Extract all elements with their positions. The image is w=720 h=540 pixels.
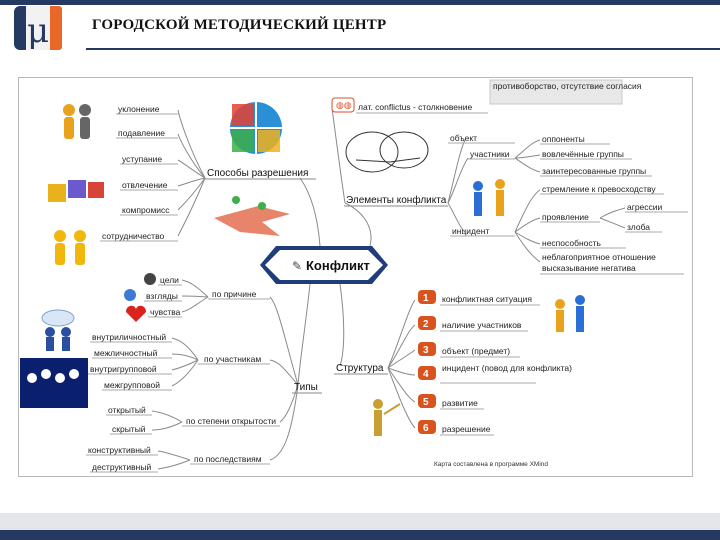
eye-icon	[124, 289, 136, 301]
openness-item[interactable]: скрытый	[112, 424, 146, 434]
step-text: наличие участников	[442, 320, 522, 330]
structure-step[interactable]: 4 инцидент (повод для конфликта)	[418, 363, 572, 383]
consequences-item[interactable]: конструктивный	[88, 445, 151, 455]
structure-step[interactable]: 3 объект (предмет)	[418, 342, 520, 357]
boxing-figures-icon	[555, 295, 585, 332]
method-item[interactable]: отвлечение	[122, 180, 168, 190]
structure-label[interactable]: Структура	[336, 363, 384, 374]
participants-item[interactable]: заинтересованные группы	[542, 166, 646, 176]
methods-label[interactable]: Способы разрешения	[207, 167, 308, 179]
puzzle-globe-icon	[230, 102, 282, 154]
step-text: разрешение	[442, 424, 491, 434]
footer-band	[0, 513, 720, 530]
structure-step[interactable]: 1 конфликтная ситуация	[418, 290, 540, 305]
step-number: 6	[423, 423, 429, 434]
methods-items: уклонение подавление уступание отвлечени…	[100, 104, 178, 241]
manifestation-item[interactable]: агрессии	[627, 202, 663, 212]
definition-box: противоборство, отсутствие согласия	[490, 80, 642, 104]
figure-people-icon	[63, 104, 91, 139]
puzzle-figures-icon	[48, 180, 104, 202]
elements-label[interactable]: Элементы конфликта	[346, 194, 447, 206]
heart-icon	[126, 306, 146, 322]
by-consequences-label[interactable]: по последствиям	[194, 454, 262, 464]
step-number: 2	[423, 319, 429, 330]
step-number: 1	[423, 293, 429, 304]
structure-step[interactable]: 5 развитие	[418, 394, 484, 409]
center-node[interactable]: ✎ Конфликт	[260, 246, 388, 284]
tug-of-war-icon	[473, 179, 505, 216]
arrows-figure-icon	[214, 196, 290, 236]
step-text: объект (предмет)	[442, 346, 510, 356]
step-text: конфликтная ситуация	[442, 294, 532, 304]
step-number: 4	[423, 369, 429, 380]
by-needs-label[interactable]: по причине	[212, 289, 257, 299]
method-item[interactable]: подавление	[118, 128, 165, 138]
needs-item[interactable]: цели	[160, 275, 179, 285]
manifestation-item[interactable]: злоба	[627, 222, 650, 232]
method-item[interactable]: компромисс	[122, 205, 170, 215]
structure-step[interactable]: 6 разрешение	[418, 420, 494, 435]
center-icon: ✎	[292, 259, 302, 273]
definition-text: противоборство, отсутствие согласия	[493, 81, 642, 91]
participants-type-item[interactable]: межгрупповой	[104, 380, 160, 390]
structure-steps: 1 конфликтная ситуация 2 наличие участни…	[418, 290, 572, 435]
credit-text: Карта составлена в программе XMind	[434, 461, 548, 468]
consequences-item[interactable]: деструктивный	[92, 462, 151, 472]
handshake-sketch-icon	[346, 132, 428, 172]
incident-item[interactable]: высказывание негатива	[542, 263, 636, 273]
step-text: инцидент (повод для конфликта)	[442, 363, 572, 373]
participants-item[interactable]: вовлечённые группы	[542, 149, 624, 159]
participants-type-item[interactable]: внутригрупповой	[90, 364, 157, 374]
participants-item[interactable]: оппоненты	[542, 134, 585, 144]
method-item[interactable]: уступание	[122, 154, 162, 164]
by-participants-label[interactable]: по участникам	[204, 354, 261, 364]
participants-type-item[interactable]: внутриличностный	[92, 332, 166, 342]
openness-item[interactable]: открытый	[108, 405, 146, 415]
center-label: Конфликт	[306, 258, 370, 273]
pill-icon: ◍◍	[336, 100, 352, 110]
incident-label[interactable]: инцидент	[452, 226, 489, 236]
participants-label[interactable]: участники	[470, 149, 510, 159]
types-label[interactable]: Типы	[294, 382, 318, 393]
incident-item[interactable]: неспособность	[542, 238, 602, 248]
step-number: 3	[423, 345, 429, 356]
step-text: развитие	[442, 398, 478, 408]
key-figure-icon	[373, 399, 400, 436]
object-label[interactable]: объект	[450, 133, 477, 143]
needs-item[interactable]: чувства	[150, 307, 181, 317]
method-item[interactable]: уклонение	[118, 104, 160, 114]
etymology-node[interactable]: ◍◍ лат. conflictus - столкновение	[332, 98, 488, 113]
structure-step[interactable]: 2 наличие участников	[418, 316, 528, 331]
etymology-text: лат. conflictus - столкновение	[358, 102, 472, 112]
participants-type-item[interactable]: межличностный	[94, 348, 158, 358]
needs-item[interactable]: взгляды	[146, 291, 178, 301]
target-icon	[144, 273, 156, 285]
footer-bar	[0, 530, 720, 540]
incident-item[interactable]: неблагоприятное отношение	[542, 252, 656, 262]
method-item[interactable]: сотрудничество	[102, 231, 164, 241]
handshake-figures-icon	[54, 230, 86, 265]
incident-item[interactable]: проявление	[542, 212, 589, 222]
crowd-image	[20, 358, 88, 408]
step-number: 5	[423, 397, 429, 408]
by-openness-label[interactable]: по степени открытости	[186, 416, 276, 426]
incident-item[interactable]: стремление к превосходству	[542, 184, 656, 194]
thinking-figure-icon	[42, 310, 74, 351]
